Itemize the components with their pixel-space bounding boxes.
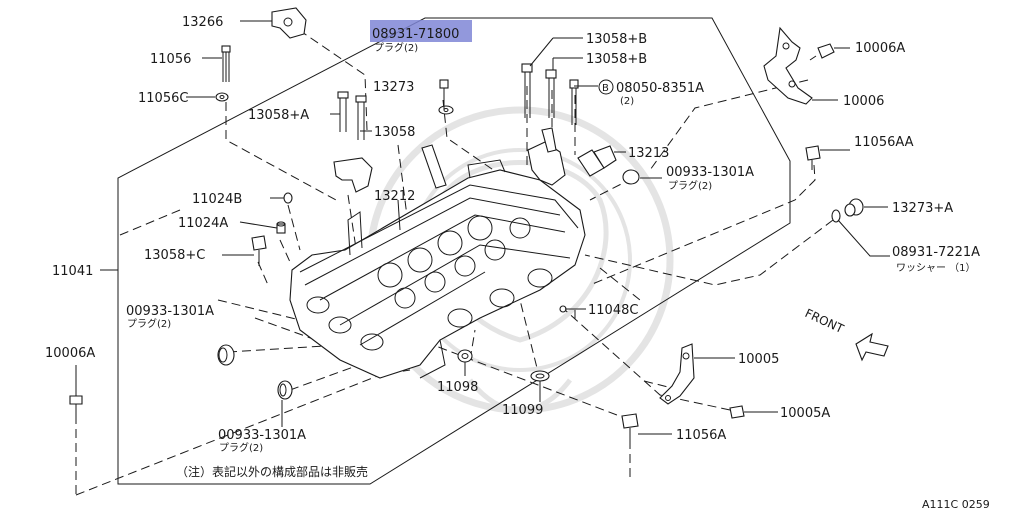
callout-11056a[interactable]: 11056A <box>676 428 726 443</box>
cam-bracket-13266[interactable] <box>271 7 307 39</box>
callout-10006a-left[interactable]: 10006A <box>45 346 95 361</box>
bolt-11056a[interactable] <box>621 413 639 440</box>
callout-13273[interactable]: 13273 <box>373 80 414 95</box>
callout-10005[interactable]: 10005 <box>738 352 779 367</box>
front-label: FRONT <box>803 306 847 336</box>
plug-00933-right[interactable] <box>622 169 640 185</box>
callout-00933-bottom[interactable]: 00933-1301A <box>218 428 306 443</box>
bolts-08050[interactable] <box>569 79 579 125</box>
circled-b-marker <box>598 79 614 95</box>
callout-13266[interactable]: 13266 <box>182 15 223 30</box>
callout-13213[interactable]: 13213 <box>628 146 669 161</box>
callout-11098[interactable]: 11098 <box>437 380 478 395</box>
callout-13273a[interactable]: 13273+A <box>892 201 953 216</box>
callout-11056[interactable]: 11056 <box>150 52 191 67</box>
callout-13058b-2[interactable]: 13058+B <box>586 52 647 67</box>
bracket-10005[interactable] <box>659 343 695 405</box>
callout-00933-right[interactable]: 00933-1301A <box>666 165 754 180</box>
callout-10005a[interactable]: 10005A <box>780 406 830 421</box>
gasket-11099[interactable] <box>530 370 550 382</box>
washer-13273[interactable] <box>438 105 454 115</box>
cylinder-head[interactable] <box>289 159 586 379</box>
callout-10006a-top[interactable]: 10006A <box>855 41 905 56</box>
callout-08931-7221a-sub: ワッシャー （1） <box>896 262 976 274</box>
callout-13058[interactable]: 13058 <box>374 125 415 140</box>
plug-13273a[interactable] <box>844 198 864 217</box>
bolt-13058c[interactable] <box>251 235 267 266</box>
plug-00933-left[interactable] <box>217 344 235 366</box>
callout-08050[interactable]: 08050-8351A <box>616 81 704 96</box>
callout-11041[interactable]: 11041 <box>52 264 93 279</box>
callout-11024b[interactable]: 11024B <box>192 192 242 207</box>
bolts-13058a[interactable] <box>337 91 367 140</box>
spark-tube-13213-b[interactable] <box>577 145 617 177</box>
dowel-11024a[interactable] <box>276 221 286 234</box>
front-direction-indicator: FRONT <box>803 306 889 362</box>
bolts-13058b[interactable] <box>521 63 557 118</box>
spark-tube-13213-a[interactable] <box>421 144 447 189</box>
cam-cap-13212[interactable] <box>333 157 373 193</box>
bolt-10005a[interactable] <box>729 405 745 419</box>
callout-00933-left-sub: プラグ(2) <box>127 317 171 330</box>
washer-08931-7221a[interactable] <box>831 209 841 223</box>
callout-08050-sub: (2) <box>620 96 634 107</box>
callout-11024a[interactable]: 11024A <box>178 216 228 231</box>
callout-10006[interactable]: 10006 <box>843 94 884 109</box>
callout-13058b-1[interactable]: 13058+B <box>586 32 647 47</box>
callout-08931-71800-sub: プラグ(2) <box>374 41 418 54</box>
diagram-code: A111C 0259 <box>922 498 990 511</box>
bolt-10006a-left[interactable] <box>69 395 83 420</box>
selected-part-highlight <box>370 20 472 42</box>
bolt-11056[interactable] <box>221 45 231 82</box>
callout-08931-71800[interactable]: 08931-71800 <box>372 27 459 42</box>
callout-13058a[interactable]: 13058+A <box>248 108 309 123</box>
plug-00933-bottom[interactable] <box>277 380 293 400</box>
cam-cap-right[interactable] <box>527 127 566 186</box>
callout-08931-7221a[interactable]: 08931-7221A <box>892 245 980 260</box>
non-sale-note: （注）表記以外の構成部品は非販売 <box>176 464 368 479</box>
callout-00933-left[interactable]: 00933-1301A <box>126 304 214 319</box>
bolt-11056aa[interactable] <box>805 145 821 170</box>
callout-00933-bottom-sub: プラグ(2) <box>219 441 263 454</box>
leader-lines <box>75 20 890 435</box>
callout-11099[interactable]: 11099 <box>502 403 543 418</box>
callout-labels: 13266 08931-71800 プラグ(2) 13058+B 13058+B… <box>45 15 980 454</box>
dowel-11024b[interactable] <box>283 192 293 204</box>
callout-00933-right-sub: プラグ(2) <box>668 179 712 192</box>
callout-11056aa[interactable]: 11056AA <box>854 135 914 150</box>
callout-11048c[interactable]: 11048C <box>588 303 638 318</box>
callout-11056c[interactable]: 11056C <box>138 91 188 106</box>
callout-13212[interactable]: 13212 <box>374 189 415 204</box>
seal-11098[interactable] <box>457 349 473 363</box>
callout-13058c[interactable]: 13058+C <box>144 248 205 263</box>
front-arrow-icon <box>855 332 889 362</box>
circled-b-letter: B <box>602 83 609 94</box>
assembly-frame <box>117 17 791 485</box>
bolt-10006a-top[interactable] <box>809 43 835 61</box>
bracket-10006[interactable] <box>763 26 813 105</box>
washer-11056c[interactable] <box>215 92 229 102</box>
